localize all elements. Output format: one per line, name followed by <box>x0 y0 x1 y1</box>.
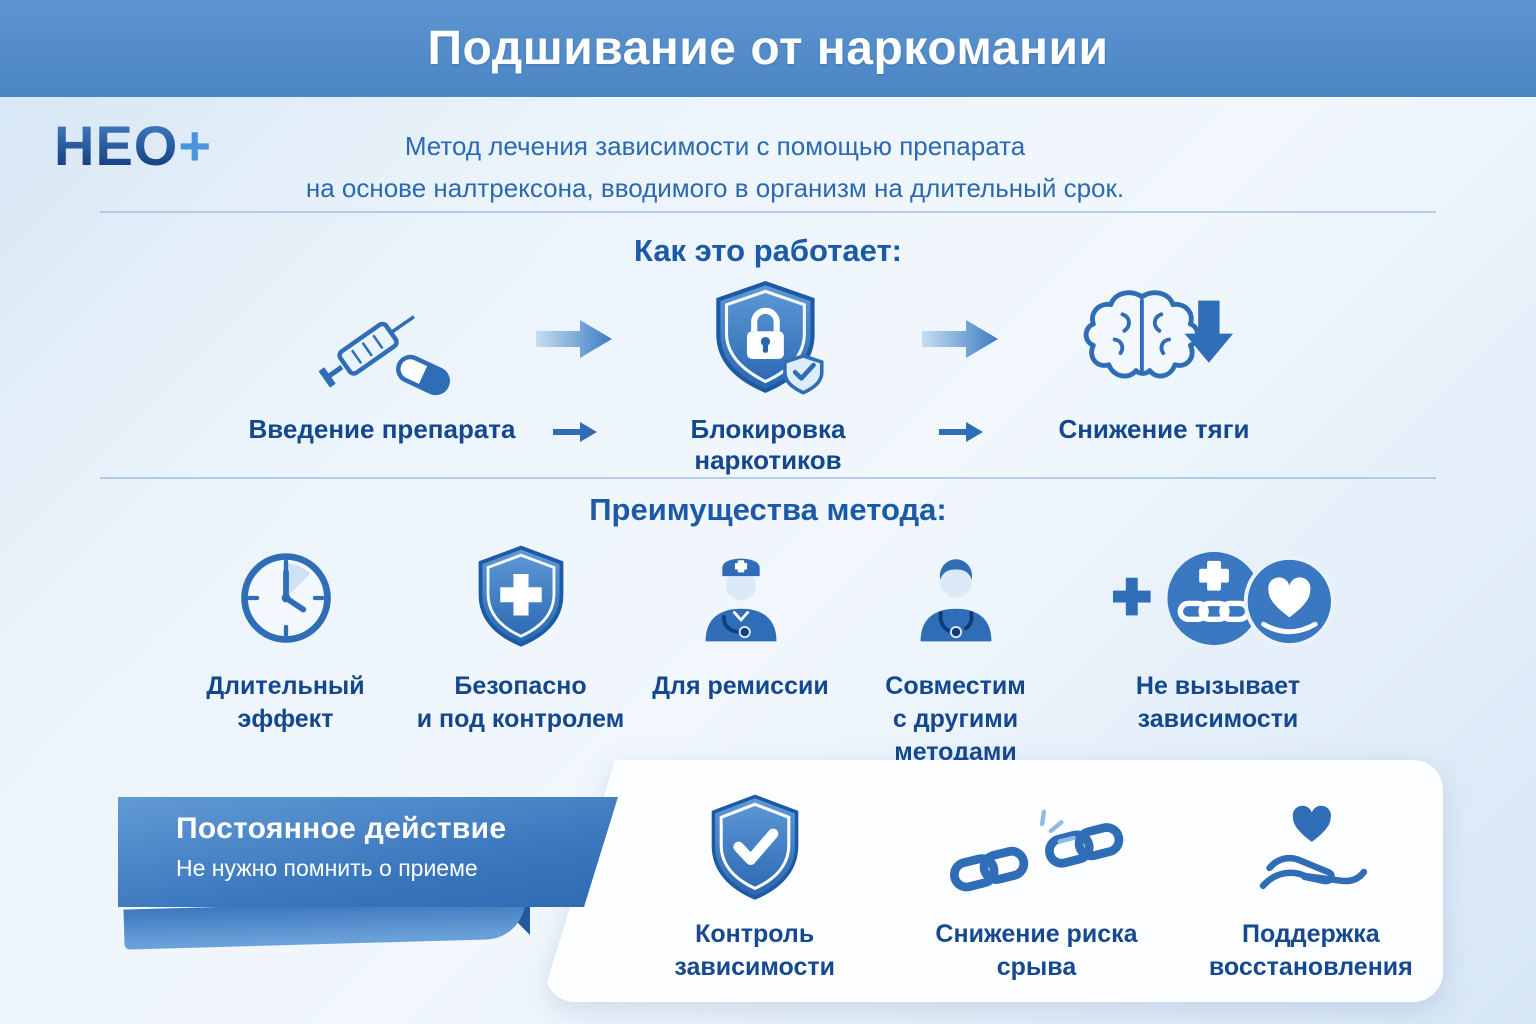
benefit-label: Снижение риска срыва <box>935 920 1138 981</box>
header-banner: Подшивание от наркомании <box>0 0 1536 97</box>
doctor-cap-icon <box>685 538 797 658</box>
advantage-label: Длительный эффект <box>206 672 365 733</box>
shield-cross-icon <box>469 538 573 658</box>
hand-heart-icon <box>1250 786 1372 910</box>
method-description: Метод лечения зависимости с помощью преп… <box>305 131 1125 203</box>
advantages-row: Длительный эффект Безопасно и под контро… <box>0 538 1536 769</box>
highlight-subtitle: Не нужно помнить о приеме <box>176 855 478 881</box>
broken-chain-icon <box>944 786 1128 910</box>
divider-middle <box>100 477 1436 479</box>
step-arrow-1 <box>532 272 618 447</box>
arrow-right-icon <box>922 272 1000 406</box>
benefit-recovery-support: Поддержка восстановления <box>1179 786 1443 1002</box>
arrow-right-icon <box>536 272 614 406</box>
how-it-works-title: Как это работает: <box>634 233 902 268</box>
benefits-panel: Контроль зависимости <box>545 760 1443 1002</box>
step-label: Снижение тяги <box>1058 414 1250 444</box>
physician-icon <box>900 538 1012 658</box>
advantage-label: Не вызывает зависимости <box>1135 672 1301 733</box>
benefit-label: Контроль зависимости <box>674 920 835 981</box>
benefit-label: Поддержка восстановления <box>1208 920 1413 981</box>
step-arrow-2 <box>918 272 1004 447</box>
shield-check-icon <box>703 786 807 910</box>
step-label: Блокировка наркотиков <box>690 414 846 475</box>
clock-icon <box>233 538 339 658</box>
benefit-relapse-risk: Снижение риска срыва <box>894 786 1178 1002</box>
brain-decrease-icon <box>1072 272 1237 406</box>
advantage-label: Для ремиссии <box>652 672 829 700</box>
advantage-compatible: Совместим с другими методами <box>843 538 1068 769</box>
step-injection: Введение препарата <box>232 272 532 445</box>
advantage-long-effect: Длительный эффект <box>168 538 403 736</box>
advantage-remission: Для ремиссии <box>638 538 843 703</box>
divider-top <box>100 211 1436 213</box>
neo-plus-logo: НЕО+ <box>54 118 211 174</box>
benefit-control: Контроль зависимости <box>615 786 894 1002</box>
advantage-no-addiction: Не вызывает зависимости <box>1068 538 1368 736</box>
step-blocking: Блокировка наркотиков <box>618 272 918 476</box>
no-addiction-icon <box>1099 538 1337 658</box>
step-craving-reduction: Снижение тяги <box>1004 272 1304 445</box>
page-title: Подшивание от наркомании <box>427 22 1109 75</box>
shield-lock-icon <box>704 272 832 406</box>
highlight-ribbon: Постоянное действие Не нужно помнить о п… <box>118 797 618 907</box>
logo-plus-icon: + <box>178 114 212 177</box>
advantage-label: Совместим с другими методами <box>885 672 1026 766</box>
benefits-row: Контроль зависимости <box>545 760 1443 1002</box>
highlight-title: Постоянное действие <box>176 812 507 845</box>
advantages-title: Преимущества метода: <box>589 492 947 527</box>
steps-row: Введение препарата <box>0 272 1536 476</box>
arrow-right-small-icon <box>553 422 597 447</box>
advantage-label: Безопасно и под контролем <box>416 672 625 733</box>
step-label: Введение препарата <box>248 414 516 444</box>
advantage-safe: Безопасно и под контролем <box>403 538 638 736</box>
logo-text: НЕО <box>54 114 179 177</box>
syringe-pill-icon <box>307 272 457 406</box>
arrow-right-small-icon <box>939 422 983 447</box>
